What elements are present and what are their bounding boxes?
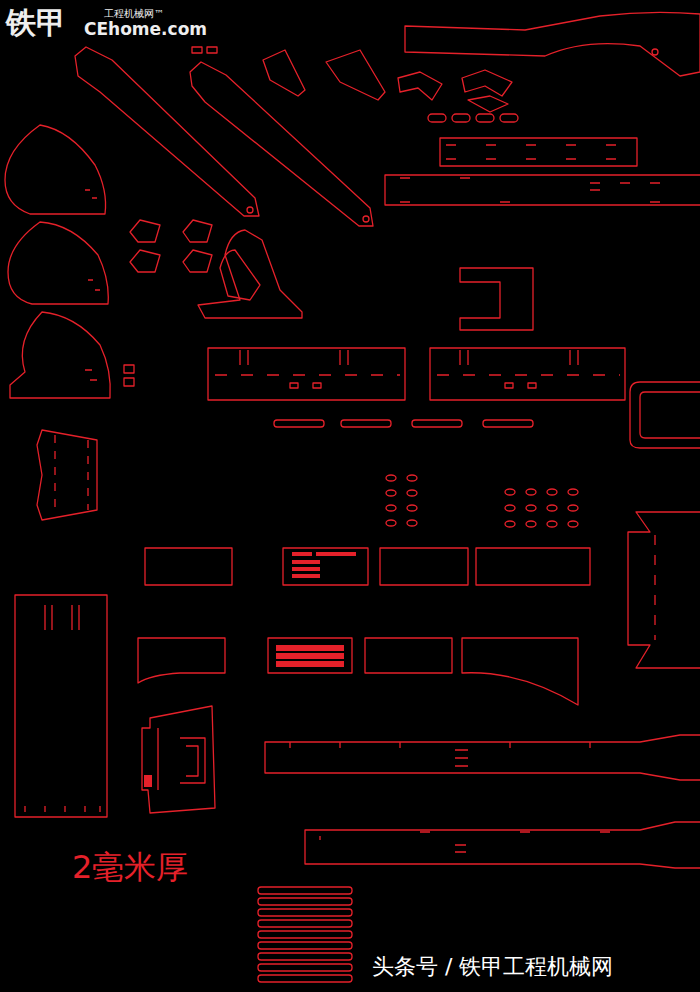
gusset <box>130 220 160 242</box>
dash-line <box>215 374 620 375</box>
hopper-plate <box>142 706 215 813</box>
hopper-plate <box>37 430 97 520</box>
link-plate <box>263 50 305 96</box>
plate <box>380 548 468 585</box>
side-plate <box>5 125 106 214</box>
plate <box>138 638 225 683</box>
watermark-logo: 铁甲 <box>6 6 66 39</box>
bucket-plate <box>198 230 302 318</box>
slat-stack <box>258 887 352 982</box>
frame-plate <box>640 392 700 438</box>
thickness-note: 2毫米厚 <box>72 850 188 885</box>
bracket-plate <box>460 268 533 330</box>
link-plate <box>326 50 385 100</box>
side-plate <box>10 312 110 398</box>
watermark-source: 头条号 / 铁甲工程机械网 <box>372 955 613 979</box>
plate <box>440 138 637 166</box>
slot-marks <box>290 742 610 852</box>
boom-plate <box>405 12 700 76</box>
slot-marks <box>400 178 660 202</box>
watermark-url: CEhome.com <box>84 20 207 39</box>
stick-plate <box>265 735 700 780</box>
plate <box>283 548 368 585</box>
strip <box>483 420 533 427</box>
dash-line <box>157 728 158 790</box>
small-slot <box>124 365 134 373</box>
small-slot <box>528 383 536 388</box>
slot-marks <box>240 350 578 365</box>
small-slot <box>505 383 513 388</box>
strip <box>412 420 462 427</box>
small-slot <box>428 114 446 122</box>
hole-marks <box>85 190 100 380</box>
watermark-text: 工程机械网™ <box>104 8 164 19</box>
small-slot <box>290 383 298 388</box>
dash-line <box>55 435 88 515</box>
filled-marks <box>144 552 356 787</box>
washer-grid <box>386 475 578 527</box>
frame-plate <box>628 512 700 668</box>
plate <box>476 548 590 585</box>
gusset <box>183 250 212 272</box>
bucket-plate <box>220 250 260 300</box>
plate <box>268 638 352 673</box>
strip <box>274 420 324 427</box>
long-plate <box>385 175 700 205</box>
strip <box>341 420 391 427</box>
pin-hole <box>652 49 658 55</box>
pin-hole <box>363 216 369 222</box>
plate <box>462 638 578 705</box>
side-plate <box>8 222 108 304</box>
plate <box>365 638 452 673</box>
lug-plate <box>468 96 508 112</box>
dash-line <box>654 535 655 640</box>
side-panel <box>208 348 405 400</box>
lug-plate <box>462 70 512 96</box>
gusset <box>130 250 160 272</box>
plate <box>145 548 232 585</box>
small-slot <box>476 114 494 122</box>
small-slot <box>207 47 217 53</box>
base-plate <box>15 595 107 817</box>
small-slot <box>124 378 134 386</box>
side-panel <box>430 348 625 400</box>
slot-marks <box>45 605 79 630</box>
arm-plate <box>75 47 259 216</box>
gusset <box>183 220 212 242</box>
dash-line <box>180 738 205 783</box>
hole-marks <box>25 806 100 812</box>
small-slot <box>192 47 202 53</box>
lug-plate <box>398 72 442 100</box>
dash-line <box>446 145 630 159</box>
pin-hole <box>247 207 253 213</box>
stick-plate <box>305 822 700 868</box>
small-slot <box>452 114 470 122</box>
small-slot <box>313 383 321 388</box>
small-slot <box>500 114 518 122</box>
frame-plate <box>630 382 700 448</box>
